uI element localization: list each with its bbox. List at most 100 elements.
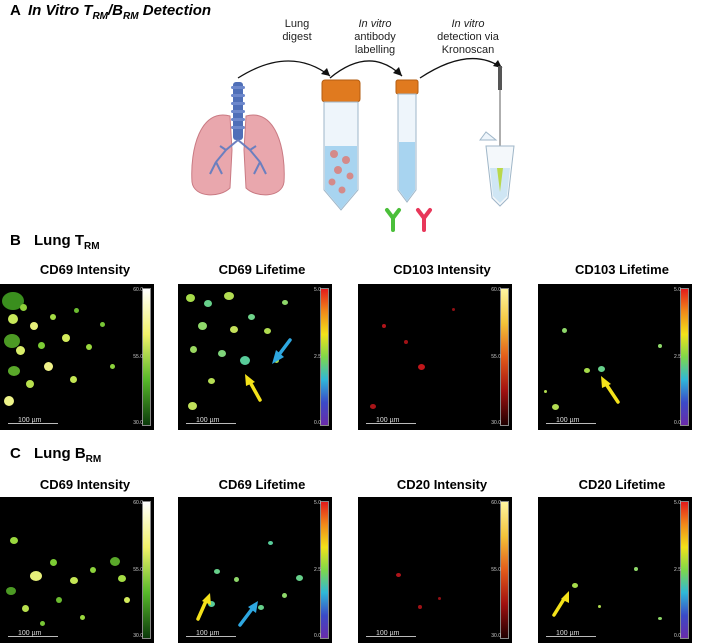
step2-line2: antibody bbox=[354, 31, 396, 43]
c2-cbar-bottom: 0.0 bbox=[314, 633, 321, 639]
step1-line2: digest bbox=[282, 31, 312, 43]
panel-b-title-sub: RM bbox=[83, 241, 100, 252]
b1-cbar-top: 60.0 bbox=[133, 287, 143, 293]
falcon-tube-icon bbox=[321, 79, 361, 211]
c2-scalebar bbox=[186, 636, 236, 637]
c4-yellow-arrow-icon bbox=[552, 591, 569, 617]
b4-colorbar bbox=[680, 288, 689, 426]
c3-cbar-bottom: 30.0 bbox=[491, 633, 501, 639]
b1-scale-label: 100 µm bbox=[18, 417, 42, 424]
step3-line3: Kronoscan bbox=[441, 44, 495, 56]
b-img-cd103-intensity: 60.0 55.0 30.0 100 µm bbox=[358, 284, 512, 430]
b2-scalebar bbox=[186, 423, 236, 424]
b-img-cd69-intensity: 60.0 55.0 30.0 100 µm bbox=[0, 284, 154, 430]
step1-line1: Lung bbox=[284, 18, 310, 30]
b-img-cd69-lifetime: 5.0 2.5 0.0 100 µm bbox=[178, 284, 332, 430]
step2-line1: In vitro bbox=[358, 18, 392, 30]
c-img-cd69-lifetime: 5.0 2.5 0.0 100 µm bbox=[178, 497, 332, 643]
panel-a-title: In Vitro TRM/BRM Detection bbox=[28, 2, 211, 22]
c4-colorbar bbox=[680, 501, 689, 639]
step3-line2: detection via bbox=[437, 31, 499, 43]
step3-line1: In vitro bbox=[451, 18, 485, 30]
b4-cbar-mid: 2.5 bbox=[674, 354, 681, 360]
workflow-schematic bbox=[191, 57, 515, 232]
b4-cbar-top: 5.0 bbox=[674, 287, 681, 293]
title-a-sub1: RM bbox=[92, 11, 109, 22]
b4-yellow-arrow-icon bbox=[601, 376, 620, 404]
c2-arrows bbox=[196, 593, 258, 627]
c2-cbar-mid: 2.5 bbox=[314, 567, 321, 573]
panel-c-title-main: Lung B bbox=[34, 445, 86, 462]
b-col-title-4: CD103 Lifetime bbox=[575, 262, 669, 277]
b1-cbar-bottom: 30.0 bbox=[133, 420, 143, 426]
b-col-title-3: CD103 Intensity bbox=[393, 262, 491, 277]
c3-scalebar bbox=[366, 636, 416, 637]
c3-cbar-mid: 55.0 bbox=[491, 567, 501, 573]
b-col-title-1: CD69 Intensity bbox=[39, 262, 131, 277]
b1-cbar-mid: 55.0 bbox=[133, 354, 143, 360]
arrow-digest-curve bbox=[237, 60, 331, 79]
panel-b-title-main: Lung T bbox=[34, 232, 84, 249]
arrow-labelling-head bbox=[393, 67, 402, 76]
panel-c-title-sub: RM bbox=[85, 454, 102, 465]
c1-scalebar bbox=[8, 636, 58, 637]
c1-cbar-bottom: 30.0 bbox=[133, 633, 143, 639]
c3-colorbar bbox=[500, 501, 509, 639]
c3-cbar-top: 60.0 bbox=[491, 500, 501, 506]
arrow-detection-curve bbox=[419, 57, 503, 79]
b2-yellow-arrow-icon bbox=[245, 374, 262, 402]
c4-cbar-bottom: 0.0 bbox=[674, 633, 681, 639]
c4-scale-label: 100 µm bbox=[556, 630, 580, 637]
c1-colorbar bbox=[142, 501, 151, 639]
b2-cbar-top: 5.0 bbox=[314, 287, 321, 293]
c4-cbar-mid: 2.5 bbox=[674, 567, 681, 573]
c2-cbar-top: 5.0 bbox=[314, 500, 321, 506]
b4-scale-label: 100 µm bbox=[556, 417, 580, 424]
c2-blue-arrow-icon bbox=[238, 601, 258, 627]
c2-scale-label: 100 µm bbox=[196, 630, 220, 637]
b4-cbar-bottom: 0.0 bbox=[674, 420, 681, 426]
step-kronoscan-detection: In vitro detection via Kronoscan bbox=[428, 18, 508, 57]
c4-arrows bbox=[552, 591, 569, 617]
c-img-cd20-lifetime: 5.0 2.5 0.0 100 µm bbox=[538, 497, 692, 643]
panel-b-letter: B bbox=[10, 232, 21, 249]
c-col-title-3: CD20 Intensity bbox=[396, 477, 488, 492]
b1-colorbar bbox=[142, 288, 151, 426]
c1-cbar-top: 60.0 bbox=[133, 500, 143, 506]
c-col-title-1: CD69 Intensity bbox=[39, 477, 131, 492]
b2-arrows bbox=[245, 338, 292, 402]
title-a-part3: Detection bbox=[138, 2, 212, 19]
b2-colorbar bbox=[320, 288, 329, 426]
panel-a-letter: A bbox=[10, 2, 21, 19]
panel-b-title: Lung TRM bbox=[34, 232, 100, 252]
eppendorf-tube-icon bbox=[479, 131, 515, 207]
lungs-icon bbox=[191, 82, 285, 196]
b4-arrows bbox=[601, 376, 620, 404]
antibody-green-icon bbox=[385, 208, 401, 232]
arrow-digest-head bbox=[321, 68, 330, 76]
c-col-title-2: CD69 Lifetime bbox=[218, 477, 306, 492]
c4-scalebar bbox=[546, 636, 596, 637]
b-img-cd103-lifetime: 5.0 2.5 0.0 100 µm bbox=[538, 284, 692, 430]
b2-blue-arrow-icon bbox=[272, 338, 292, 364]
b4-scalebar bbox=[546, 423, 596, 424]
b3-cbar-mid: 55.0 bbox=[491, 354, 501, 360]
b3-scale-label: 100 µm bbox=[376, 417, 400, 424]
b2-scale-label: 100 µm bbox=[196, 417, 220, 424]
c-col-title-4: CD20 Lifetime bbox=[578, 477, 666, 492]
step2-line3: labelling bbox=[354, 44, 396, 56]
b3-scalebar bbox=[366, 423, 416, 424]
c1-cbar-mid: 55.0 bbox=[133, 567, 143, 573]
c2-yellow-arrow-icon bbox=[196, 593, 211, 621]
b2-cbar-bottom: 0.0 bbox=[314, 420, 321, 426]
b2-cbar-mid: 2.5 bbox=[314, 354, 321, 360]
title-a-part1: In Vitro T bbox=[28, 2, 93, 19]
c2-colorbar bbox=[320, 501, 329, 639]
step-antibody-labelling: In vitro antibody labelling bbox=[340, 18, 410, 57]
c-img-cd20-intensity: 60.0 55.0 30.0 100 µm bbox=[358, 497, 512, 643]
panel-c-title: Lung BRM bbox=[34, 445, 101, 465]
title-a-sub2: RM bbox=[123, 11, 139, 22]
b-col-title-2: CD69 Lifetime bbox=[218, 262, 306, 277]
panel-c-letter: C bbox=[10, 445, 21, 462]
c-img-cd69-intensity: 60.0 55.0 30.0 100 µm bbox=[0, 497, 154, 643]
